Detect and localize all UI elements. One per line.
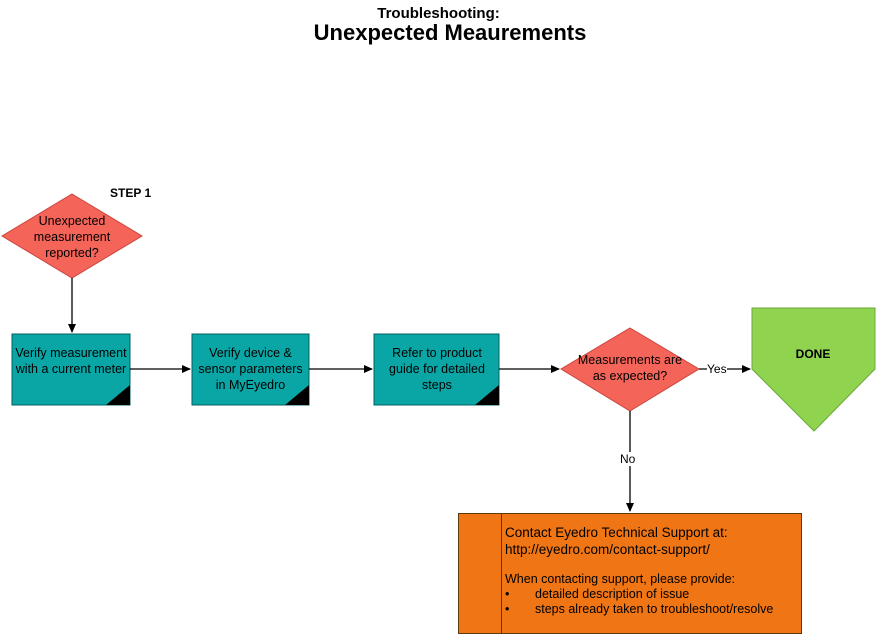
start-decision-text: Unexpected measurement reported? <box>33 214 111 260</box>
done-shape <box>751 307 876 432</box>
support-bullet-1: •detailed description of issue <box>505 587 690 601</box>
verify-meter-text: Verify measurement with a current meter <box>15 346 127 376</box>
refer-guide-text: Refer to product guide for detailed step… <box>389 346 485 392</box>
support-url: http://eyedro.com/contact-support/ <box>505 542 710 557</box>
step-label: STEP 1 <box>110 186 152 200</box>
verify-params-box <box>191 333 310 406</box>
support-heading: Contact Eyedro Technical Support at: <box>505 525 728 540</box>
edge-label-yes: Yes <box>707 362 727 376</box>
support-provide-text: When contacting support, please provide: <box>505 572 735 586</box>
contact-support-box: Contact Eyedro Technical Support at: htt… <box>458 513 802 634</box>
title-subtitle: Troubleshooting: <box>377 5 500 22</box>
support-content: Contact Eyedro Technical Support at: htt… <box>505 524 773 617</box>
verify-params-text: Verify device & sensor parameters in MyE… <box>198 346 303 392</box>
page-title: Unexpected Meaurements <box>313 20 587 45</box>
verify-meter-box <box>11 333 131 406</box>
edge-label-no: No <box>620 452 636 466</box>
support-box-divider <box>501 514 502 633</box>
done-text: DONE <box>795 347 831 361</box>
support-bullet-2: •steps already taken to troubleshoot/res… <box>505 602 774 616</box>
refer-guide-box <box>373 333 500 406</box>
result-decision-text: Measurements are as expected? <box>577 353 683 383</box>
